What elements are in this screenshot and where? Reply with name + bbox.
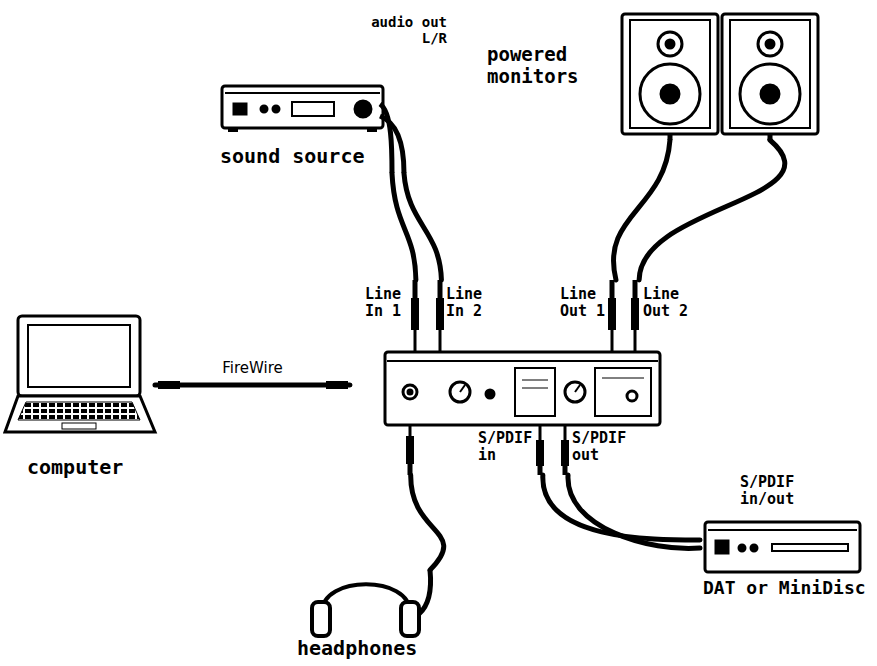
device-label: Line In 1: [365, 286, 409, 321]
device-label: sound source: [220, 145, 365, 168]
device-label: Line In 2: [446, 286, 496, 321]
headphones-drawing: [312, 570, 431, 636]
cable: [613, 140, 669, 280]
cable: [639, 140, 785, 280]
device-label: audio out L/R: [365, 14, 447, 46]
sound-source-node: audio out L/R sound source: [215, 8, 450, 173]
cable: [411, 475, 444, 570]
device-label: Line Out 1: [560, 286, 607, 321]
cable-label: FireWire: [220, 359, 285, 377]
device-label: Line Out 2: [643, 286, 693, 321]
device-label: powered monitors: [487, 44, 599, 88]
jack-plugs: [406, 280, 639, 475]
device-label: headphones: [297, 637, 417, 660]
speaker-pair: [622, 14, 818, 140]
cable: [404, 173, 441, 280]
audio-interface-node: Line In 1 Line In 2 Line Out 1 Line Out 2 S/…: [350, 280, 695, 475]
interface-unit: [385, 352, 660, 425]
cable: [155, 382, 350, 387]
laptop-drawing: [5, 316, 348, 432]
powered-monitors-node: powered monitors: [485, 8, 825, 140]
dat-minidisc-node: S/PDIF in/outDAT or MiniDisc: [700, 470, 872, 600]
cable: [568, 475, 700, 548]
device-label: S/PDIF out: [572, 430, 630, 465]
headphones-node: headphones: [285, 570, 455, 664]
device-label: S/PDIF in/out: [740, 474, 812, 509]
dat-minidisc-device: [705, 522, 860, 572]
computer-node: computer: [5, 310, 155, 480]
device-label: DAT or MiniDisc: [703, 578, 866, 599]
device-label: S/PDIF in: [478, 430, 536, 465]
device-label: computer: [27, 456, 123, 479]
